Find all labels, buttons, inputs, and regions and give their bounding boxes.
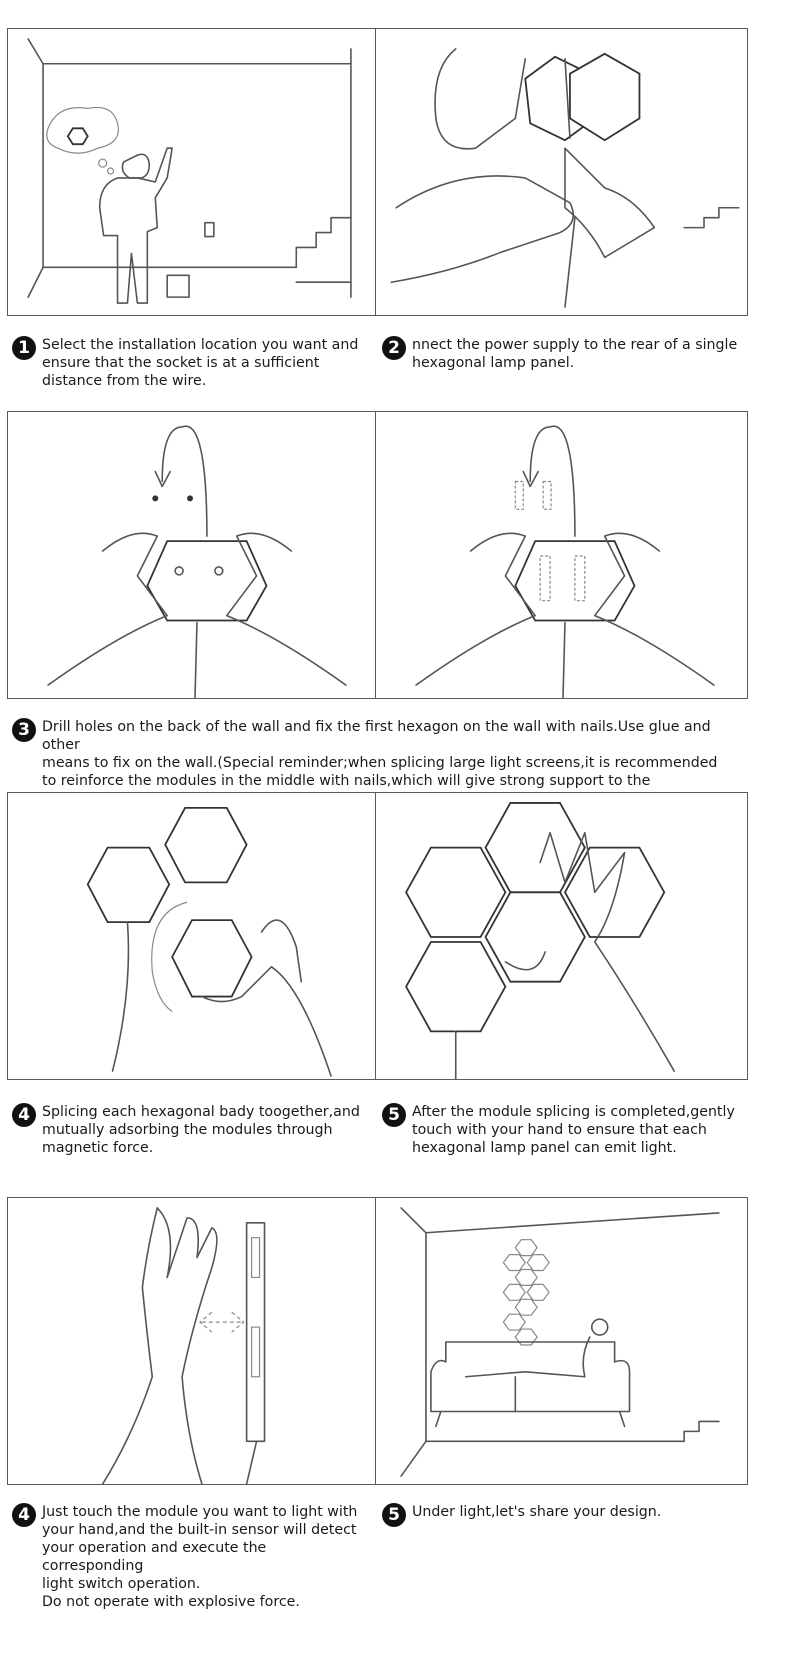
step-4: 4 Splicing each hexagonal bady toogether… [12,1103,372,1157]
mount-first-hexagon-with-glue-illustration [376,412,747,698]
step-description: Just touch the module you want to light … [42,1503,372,1611]
illustration-step-5a [375,792,748,1080]
connect-power-to-panel-illustration [376,29,747,315]
hexagon-wall-light-icon [503,1240,549,1345]
step-6: 4 Just touch the module you want to ligh… [12,1503,372,1611]
illustration-step-4b [7,1197,380,1485]
mount-first-hexagon-with-nails-illustration [8,412,379,698]
touch-panels-illustration [376,793,747,1079]
step-5: 5 After the module splicing is completed… [382,1103,742,1157]
step-description: After the module splicing is completed,g… [412,1103,735,1157]
illustration-step-5b [375,1197,748,1485]
step-description: Under light,let's share your design. [412,1503,661,1521]
illustration-step-3b [375,411,748,699]
step-number-badge: 4 [12,1503,36,1527]
step-number-badge: 5 [382,1503,406,1527]
step-description: Select the installation location you wan… [42,336,358,390]
hand-touch-sensor-illustration [8,1198,379,1484]
step-7: 5 Under light,let's share your design. [382,1503,742,1527]
step-number-badge: 5 [382,1103,406,1127]
illustration-step-2 [375,28,748,316]
illustration-step-3a [7,411,380,699]
splice-hexagons-illustration [8,793,379,1079]
step-number-badge: 4 [12,1103,36,1127]
step-number-badge: 3 [12,718,36,742]
person-choosing-wall-location-illustration [8,29,379,315]
living-room-result-illustration [376,1198,747,1484]
illustration-step-1 [7,28,380,316]
step-1: 1 Select the installation location you w… [12,336,372,390]
step-description: Splicing each hexagonal bady toogether,a… [42,1103,360,1157]
illustration-step-4 [7,792,380,1080]
step-number-badge: 1 [12,336,36,360]
step-2: 2 nnect the power supply to the rear of … [382,336,742,372]
step-description: nnect the power supply to the rear of a … [412,336,737,372]
step-number-badge: 2 [382,336,406,360]
